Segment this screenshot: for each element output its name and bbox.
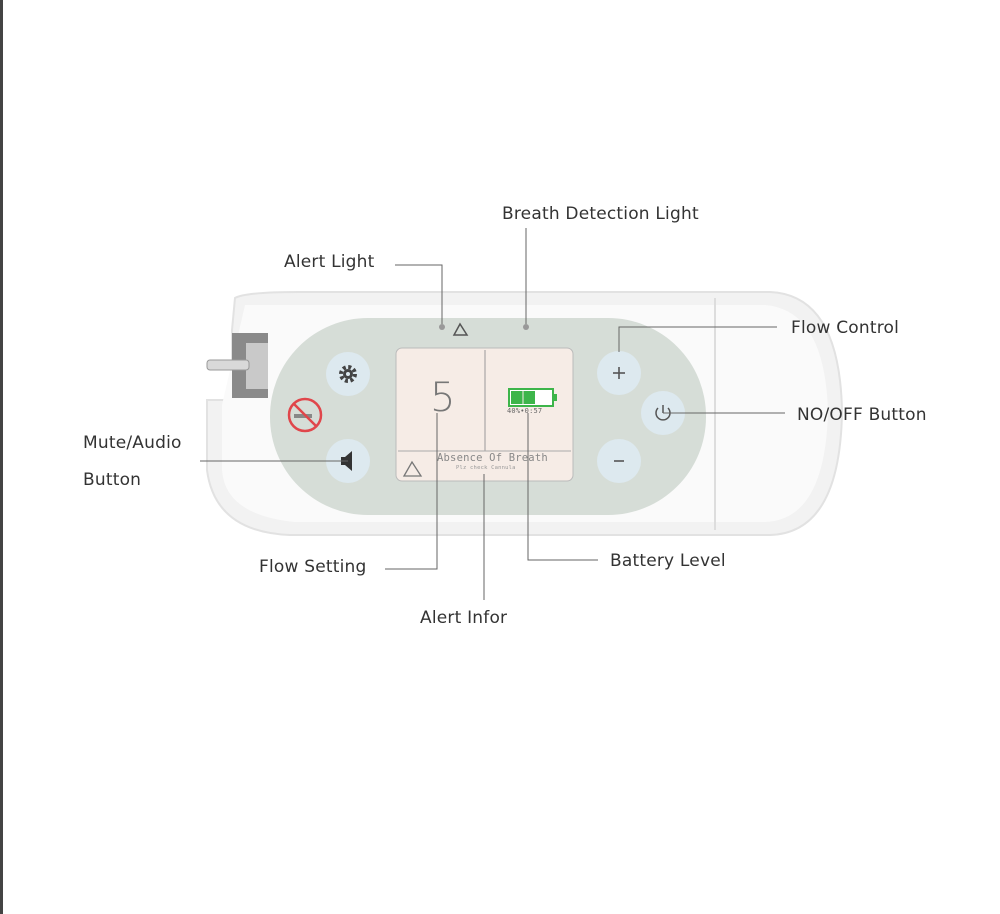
label-on-off-button: NO/OFF Button [797,405,927,425]
gear-icon [339,365,357,383]
label-flow-control: Flow Control [791,318,900,338]
plus-icon [613,367,625,379]
window-edge [0,0,3,914]
label-mute-audio-button: Button [83,470,142,490]
label-alert-infor: Alert Infor [420,608,508,628]
screen-alert-icon [402,460,423,477]
label-flow-setting: Flow Setting [259,557,367,577]
label-battery-level: Battery Level [610,551,726,571]
alert-light [439,324,445,330]
leader-lines [200,228,785,600]
alert-title: Absence Of Breath [437,452,548,464]
connector-pin [206,359,250,371]
label-alert-light: Alert Light [284,252,375,272]
alert-subtitle: Plz check Cannula [456,465,516,471]
breath-detection-light [523,324,529,330]
label-breath-detection-light: Breath Detection Light [502,204,699,224]
battery-text: 40%•0:57 [507,407,543,415]
alert-triangle-icon [452,322,469,336]
flow-setting-value: 5 [430,375,456,421]
label-mute-audio: Mute/Audio [83,433,182,453]
power-icon [655,405,671,421]
no-smoking-icon [287,397,323,433]
